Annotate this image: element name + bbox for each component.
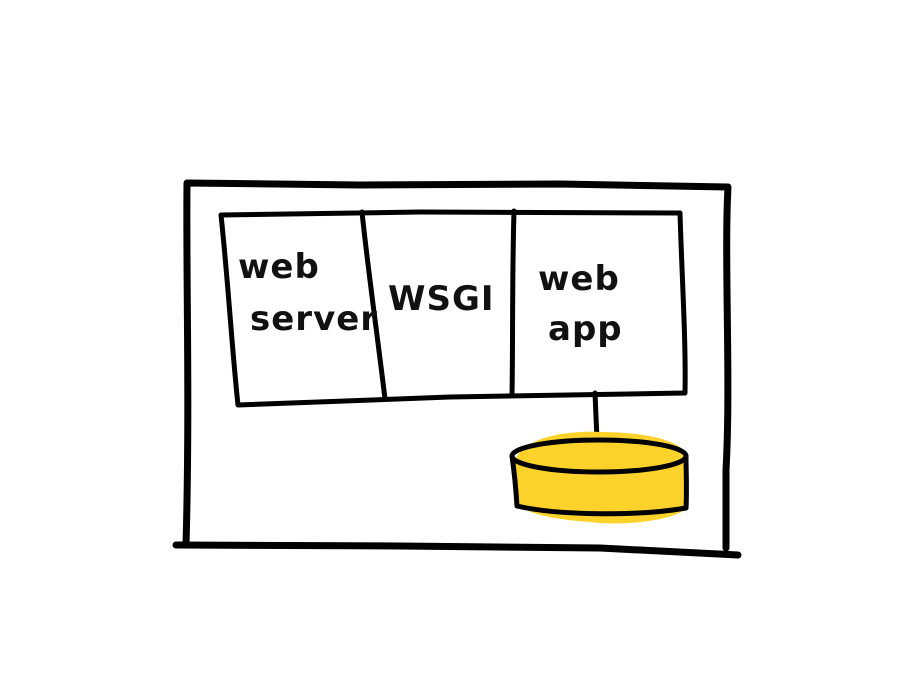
- web-server-label-line-1: web: [238, 247, 320, 287]
- database-body: [509, 453, 689, 517]
- outer-frame: [172, 179, 742, 559]
- database-cylinder: [509, 431, 689, 524]
- web-server-label-line-2: server: [250, 299, 378, 339]
- wsgi-label: WSGI: [388, 279, 495, 319]
- web-app-label-line-2: app: [548, 309, 623, 349]
- component-web-app: web app: [538, 259, 623, 349]
- divider-1: [359, 209, 388, 402]
- web-app-label-line-1: web: [538, 259, 620, 299]
- components-row-frame: [218, 209, 688, 408]
- component-web-server: web server: [238, 247, 378, 339]
- divider-2: [509, 208, 517, 399]
- component-wsgi: WSGI: [388, 279, 495, 319]
- database-fill: [515, 431, 688, 524]
